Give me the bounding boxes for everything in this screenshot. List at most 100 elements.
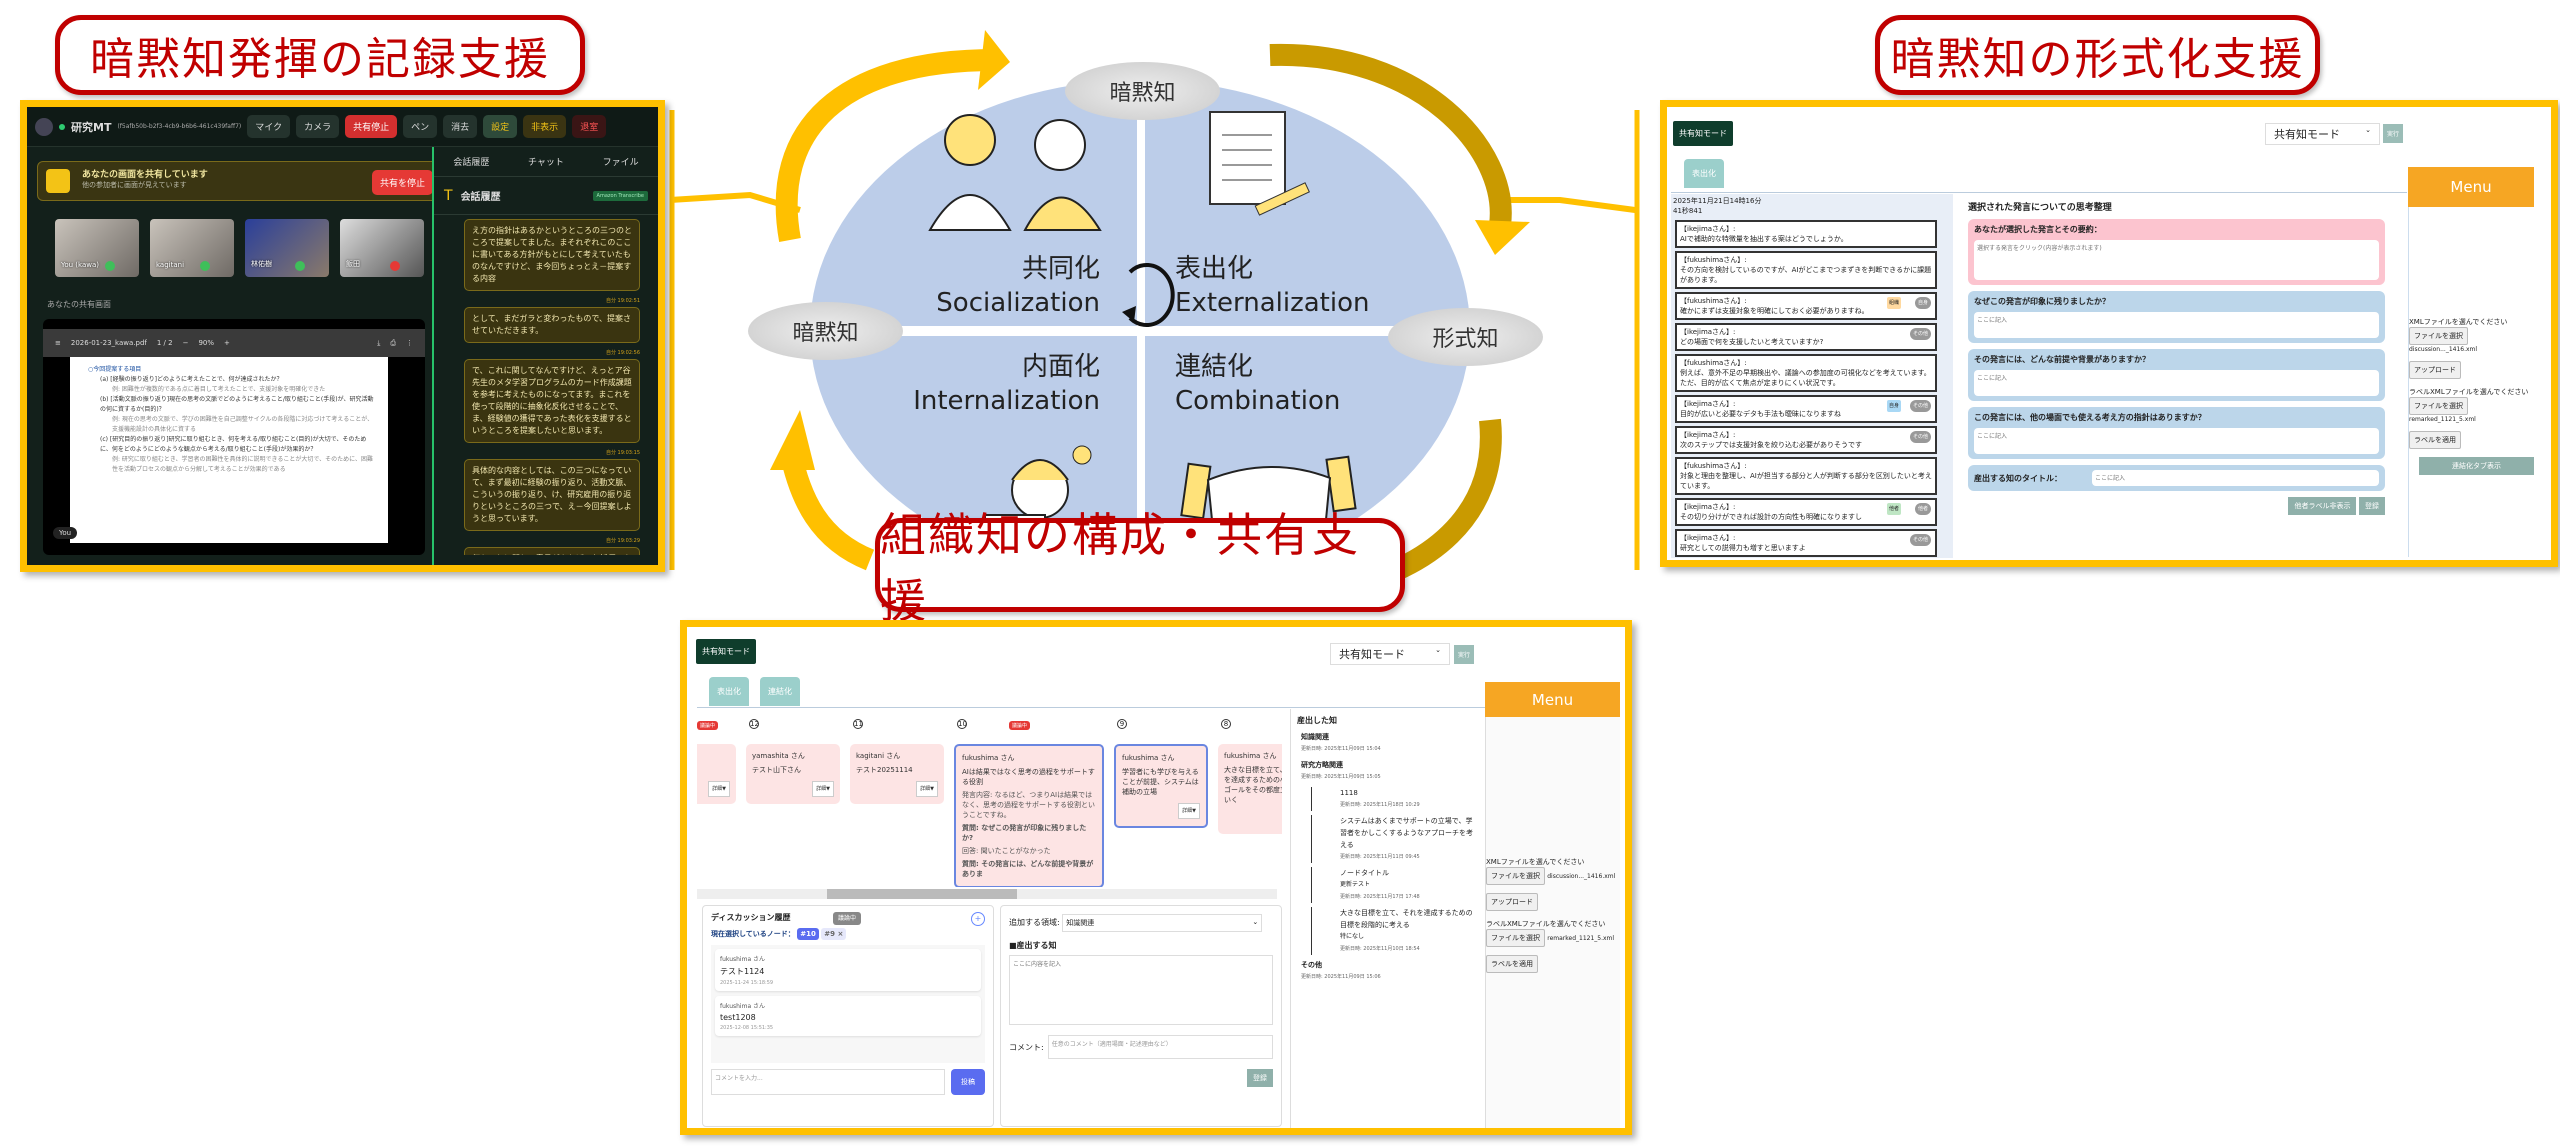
pdf-zoom[interactable]: 90%	[198, 339, 215, 347]
settings-button[interactable]: 設定	[483, 115, 518, 138]
utterance-item[interactable]: 【ikejimaさん】:次のステップでは支援対象を絞り込む必要がありそうですその…	[1675, 426, 1937, 454]
print-icon[interactable]: ⎙	[390, 338, 396, 347]
tree-node[interactable]: その他更新日時: 2025年11月09日 15:06	[1297, 959, 1479, 983]
selected-node-chip[interactable]: #10	[797, 928, 819, 940]
detail-button[interactable]: 詳細▼	[708, 781, 730, 797]
run-button[interactable]: 実行	[2383, 124, 2404, 143]
utterance-item[interactable]: 【fukushimaさん】:確かにまずは支援対象を明確にしておく必要がありますね…	[1675, 292, 1937, 320]
label-badge[interactable]: 自身	[1914, 297, 1931, 309]
post-button[interactable]: 投稿	[951, 1069, 985, 1095]
register-button[interactable]: 登録	[2359, 497, 2385, 515]
answer-textarea[interactable]	[1974, 312, 2379, 338]
leave-button[interactable]: 退室	[572, 115, 607, 138]
transcript-list[interactable]: え方の指針はあるかというところの三つのところで提案してました。まそれぞれこのここ…	[434, 215, 658, 555]
utterance-item[interactable]: 【ikejimaさん】:どの場面で何を支援したいと考えていますか?その他	[1675, 323, 1937, 351]
choose-label-file-button[interactable]: ファイルを選択	[1486, 929, 1545, 947]
participant-video[interactable]: You (kawa)	[55, 219, 139, 277]
menu-icon[interactable]: ≡	[55, 339, 61, 347]
choose-xml-file-button[interactable]: ファイルを選択	[1486, 867, 1545, 885]
hide-others-labels-button[interactable]: 他者ラベル非表示	[2288, 497, 2357, 515]
answer-textarea[interactable]	[1974, 428, 2379, 454]
stop-sharing-button[interactable]: 共有を停止	[371, 170, 433, 195]
node-card[interactable]: んら議論に詳細▼	[697, 744, 736, 804]
summary-textarea[interactable]	[1974, 240, 2379, 280]
category-tag: 組織	[1886, 297, 1901, 309]
label-badge[interactable]: その他	[1909, 400, 1931, 412]
answer-textarea[interactable]	[1974, 370, 2379, 396]
utterance-item[interactable]: 【fukushimaさん】:対象と理由を整理し、AIが担当する部分と人が判断する…	[1675, 457, 1937, 495]
comment-field[interactable]: 任意のコメント（適用場面・記述理由など）	[1047, 1035, 1273, 1059]
utterance-item[interactable]: 【ikejimaさん】:AIで補助的な特徴量を抽出する案はどうでしょうか。	[1675, 220, 1937, 248]
node-card[interactable]: fukushima さん学習者にも学びを与えることが前提、システムは補助の立場詳…	[1114, 744, 1208, 828]
detail-button[interactable]: 詳細▼	[1178, 803, 1200, 819]
mode-select[interactable]: 共有知モード ⌄	[2265, 123, 2380, 145]
pdf-toolbar: ≡ 2026-01-23_kawa.pdf 1 / 2 − 90% + ⤓ ⎙ …	[43, 329, 425, 357]
detail-button[interactable]: 詳細▼	[812, 781, 834, 797]
comment-input[interactable]: コメントを入力...	[711, 1069, 945, 1095]
hide-button[interactable]: 非表示	[523, 115, 567, 138]
erase-button[interactable]: 消去	[443, 115, 478, 138]
tab-externalization[interactable]: 表出化	[1684, 159, 1724, 188]
zoom-in-icon[interactable]: +	[224, 339, 230, 347]
apply-labels-button[interactable]: ラベルを適用	[1486, 955, 1538, 973]
participant-video[interactable]: 飯田	[340, 219, 424, 277]
label-badge[interactable]: その他	[1909, 328, 1931, 340]
tree-node-title: 知識関連	[1301, 733, 1329, 741]
zoom-out-icon[interactable]: −	[182, 339, 189, 347]
tree-node[interactable]: システムはあくまでサポートの立場で、学習者をかしこくするようなアプローチを考える…	[1311, 815, 1479, 863]
run-button[interactable]: 実行	[1454, 645, 1475, 664]
utterance-item[interactable]: 【ikejimaさん】:その切り分けができれば設計の方向性も明確になりますし他者…	[1675, 498, 1937, 526]
choose-label-file-button[interactable]: ファイルを選択	[2409, 397, 2468, 415]
download-icon[interactable]: ⤓	[377, 338, 381, 347]
tab-combination[interactable]: 連結化	[760, 677, 800, 706]
utterance-item[interactable]: 【ikejimaさん】:研究としての説得力も増すと思いますよその他	[1675, 529, 1937, 557]
add-icon[interactable]: +	[971, 912, 985, 926]
tab-externalization[interactable]: 表出化	[709, 677, 749, 706]
pdf-page-indicator[interactable]: 1 / 2	[156, 339, 173, 347]
selected-node-chip[interactable]: #9 ×	[821, 928, 847, 940]
shared-mode-button[interactable]: 共有知モード	[1673, 121, 1733, 146]
choose-xml-file-button[interactable]: ファイルを選択	[2409, 327, 2468, 345]
knowledge-title-input[interactable]	[2092, 470, 2379, 486]
node-card[interactable]: yamashita さんテスト山下さん詳細▼	[746, 744, 840, 804]
tree-node[interactable]: 大きな目標を立て、それを達成するための目標を段階的に考える特になし更新日時: 2…	[1311, 907, 1479, 955]
tree-title: 産出した知	[1297, 716, 1337, 725]
camera-button[interactable]: カメラ	[296, 115, 340, 138]
utterance-item[interactable]: 【ikejimaさん】:目的が広いと必要なデタも手法も曖昧になりますねその他自身	[1675, 395, 1937, 423]
utterance-list[interactable]: 【ikejimaさん】:AIで補助的な特徴量を抽出する案はどうでしょうか。【fu…	[1673, 220, 1945, 558]
more-icon[interactable]: ⋮	[406, 339, 413, 347]
upload-button[interactable]: アップロード	[1486, 893, 1538, 911]
tab-files[interactable]: ファイル	[602, 158, 639, 168]
upload-button[interactable]: アップロード	[2409, 361, 2461, 379]
tree-node[interactable]: ノードタイトル更新テスト更新日時: 2025年11月17日 17:48	[1311, 867, 1479, 903]
mic-button[interactable]: マイク	[247, 115, 291, 138]
participant-video[interactable]: 林佑樹	[245, 219, 329, 277]
register-button[interactable]: 登録	[1247, 1069, 1273, 1087]
horizontal-scrollbar[interactable]	[697, 889, 1277, 899]
participant-video[interactable]: kagitani	[150, 219, 234, 277]
label-badge[interactable]: 他者	[1914, 503, 1931, 515]
detail-button[interactable]: 詳細▼	[916, 781, 938, 797]
tab-chat[interactable]: チャット	[528, 158, 564, 168]
utterance-item[interactable]: 【fukushimaさん】:例えば、意外不足の早期検出や、議論への参加度の可視化…	[1675, 354, 1937, 392]
mode-select[interactable]: 共有知モード ⌄	[1330, 643, 1450, 665]
label-badge[interactable]: その他	[1909, 431, 1931, 443]
shared-mode-button[interactable]: 共有知モード	[696, 639, 756, 664]
show-combination-tab-button[interactable]: 連結化タブ表示	[2419, 457, 2534, 475]
tree-node[interactable]: 知識関連更新日時: 2025年11月09日 15:04	[1297, 731, 1479, 755]
produce-textarea[interactable]	[1009, 955, 1273, 1025]
area-select[interactable]: 知識関連⌄	[1062, 914, 1263, 932]
node-card[interactable]: fukushima さん大きな目標を立て、それを達成するための小さなゴールをその…	[1218, 744, 1282, 834]
apply-labels-button[interactable]: ラベルを適用	[2409, 431, 2461, 449]
pen-button[interactable]: ペン	[403, 115, 438, 138]
tab-transcript[interactable]: 会話履歴	[453, 158, 490, 168]
tree-node[interactable]: 研究方略関連更新日時: 2025年11月09日 15:05	[1297, 759, 1479, 783]
label-badge[interactable]: その他	[1909, 534, 1931, 546]
stop-share-button[interactable]: 共有停止	[345, 115, 398, 138]
utterance-item[interactable]: 【fukushimaさん】:その方向を検討しているのですが、AIがどこまでつまず…	[1675, 251, 1937, 289]
